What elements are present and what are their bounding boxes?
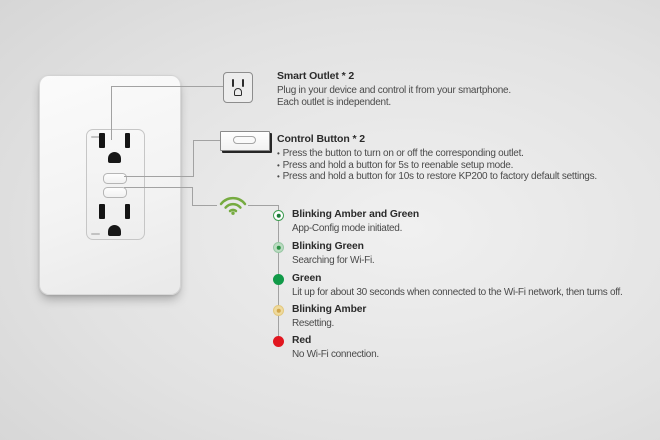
bullet-item: • Press the button to turn on or off the…	[277, 148, 597, 160]
outlet-slot	[125, 204, 130, 219]
led-dot-core	[276, 245, 281, 250]
led-legend-line	[278, 205, 279, 342]
led-state-item: Red No Wi-Fi connection.	[273, 335, 653, 361]
led-state-label: Red	[292, 335, 312, 346]
led-dot-icon	[273, 210, 284, 221]
led-state-item: Green Lit up for about 30 seconds when c…	[273, 273, 653, 299]
led-dot-icon	[273, 305, 284, 316]
bullet-item: • Press and hold a button for 10s to res…	[277, 171, 597, 183]
bullet-icon: •	[277, 149, 280, 158]
led-state-description: No Wi-Fi connection.	[292, 348, 379, 360]
callout-line	[192, 187, 193, 206]
control-button-2	[103, 187, 127, 198]
led-state-label: Blinking Green	[292, 241, 364, 252]
led-state-item: Blinking Amber Resetting.	[273, 304, 653, 330]
led-dot-icon	[273, 274, 284, 285]
callout-line	[193, 140, 194, 177]
callout-line	[192, 205, 217, 206]
control-button-bullets: • Press the button to turn on or off the…	[277, 148, 597, 183]
led-state-description: Lit up for about 30 seconds when connect…	[292, 286, 623, 298]
control-button-icon	[220, 131, 270, 151]
outlet-ground-hole	[108, 152, 121, 163]
led-state-item: Blinking Green Searching for Wi-Fi.	[273, 241, 653, 267]
outlet-slot	[99, 204, 105, 219]
smart-outlet-callout: Smart Outlet * 2 Plug in your device and…	[277, 71, 511, 109]
callout-line	[248, 205, 279, 206]
outlet-icon-ground	[234, 88, 242, 96]
power-outlet-icon	[223, 72, 253, 103]
bullet-icon: •	[277, 160, 280, 170]
bullet-icon: •	[277, 172, 280, 182]
bullet-text: Press the button to turn on or off the c…	[282, 148, 524, 159]
led-state-label: Blinking Amber	[292, 304, 367, 315]
brand-mark	[91, 233, 100, 235]
brand-mark	[91, 136, 100, 138]
led-state-label: Green	[292, 273, 322, 284]
smart-outlet-desc-1: Plug in your device and control it from …	[277, 85, 511, 96]
led-dot-core	[276, 308, 281, 313]
outlet-icon-slot	[242, 79, 244, 87]
control-button-1	[103, 173, 127, 184]
led-dot-icon	[273, 336, 284, 347]
led-dot-icon	[273, 242, 284, 253]
led-state-description: App-Config mode initiated.	[292, 222, 403, 234]
outlet-slot	[125, 133, 130, 148]
callout-line	[111, 86, 223, 87]
led-state-item: Blinking Amber and Green App-Config mode…	[273, 209, 653, 235]
callout-line	[111, 86, 112, 140]
smart-outlet-desc-2: Each outlet is independent.	[277, 97, 391, 108]
smart-outlet-title: Smart Outlet * 2	[277, 70, 355, 82]
callout-line	[124, 187, 192, 188]
control-button-title: Control Button * 2	[277, 133, 366, 145]
control-button-icon-pill	[233, 136, 256, 144]
callout-line	[193, 140, 220, 141]
callout-line	[124, 176, 193, 177]
bullet-text: Press and hold a button for 5s to reenab…	[282, 159, 514, 171]
outlet-slot	[99, 133, 105, 148]
wall-plate	[39, 75, 181, 295]
led-state-label: Blinking Amber and Green	[292, 209, 420, 220]
outlet-ground-hole	[108, 225, 121, 236]
led-state-description: Resetting.	[292, 317, 335, 329]
wifi-signal-icon	[219, 196, 247, 215]
control-button-callout: Control Button * 2 • Press the button to…	[277, 134, 597, 183]
bullet-item: • Press and hold a button for 5s to reen…	[277, 160, 597, 172]
led-state-description: Searching for Wi-Fi.	[292, 254, 375, 266]
led-dot-core	[276, 213, 281, 218]
smart-outlet-device	[86, 129, 145, 240]
outlet-icon-slot	[232, 79, 234, 87]
bullet-text: Press and hold a button for 10s to resto…	[282, 171, 598, 183]
